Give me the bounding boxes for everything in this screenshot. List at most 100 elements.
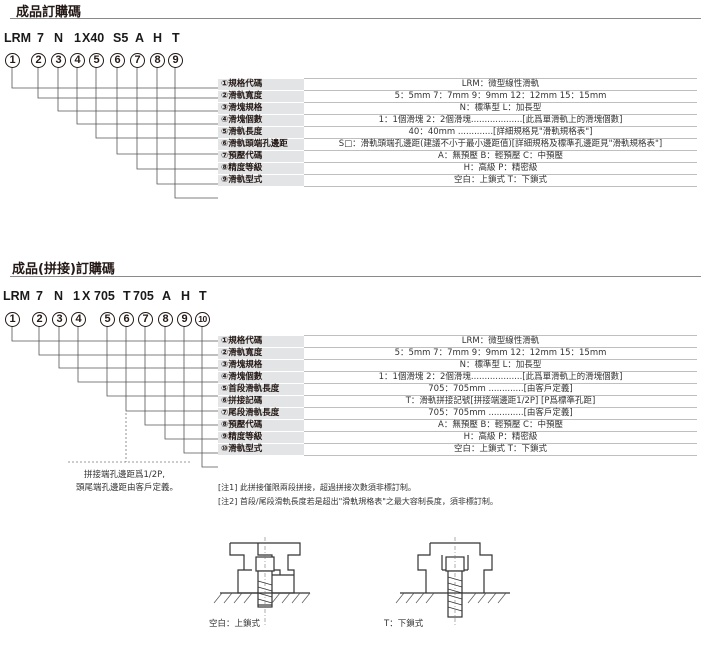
circle-number: 8 — [158, 312, 173, 327]
circle-number: 4 — [70, 53, 85, 68]
note-1: [注1] 此拼接僅限兩段拼接，超過拼接次數須非標訂制。 — [218, 483, 416, 492]
circle-number: 3 — [52, 312, 67, 327]
code-part: A — [135, 31, 145, 45]
spec-label: ②滑軌寬度 — [218, 347, 304, 360]
spec-value: 5：5mm 7：7mm 9：9mm 12：12mm 15：15mm — [304, 347, 697, 360]
circle-number: 9 — [168, 53, 183, 68]
code-part: T — [199, 289, 207, 303]
circle-number: 9 — [177, 312, 192, 327]
code-part: T — [123, 289, 131, 303]
spec-label: ②滑軌寬度 — [218, 90, 304, 103]
code-part: A — [162, 289, 172, 303]
spec-label: ⑨精度等級 — [218, 431, 304, 444]
spec-value: H：高級 P：精密級 — [304, 162, 697, 175]
spec-row: ⑩滑軌型式空白：上鎖式 T：下鎖式 — [218, 443, 697, 456]
code-part: 1 — [73, 289, 80, 303]
spec-label: ⑥滑軌頭端孔邊距 — [218, 138, 304, 151]
code-part: X40 — [82, 31, 105, 45]
callout-line: 頭尾端孔邊距由客戶定義。 — [76, 483, 179, 493]
spec-value: 40：40mm .............[詳細規格見"滑軌規格表"] — [304, 126, 697, 139]
spec-label: ①規格代碼 — [218, 335, 304, 348]
spec-value: LRM：微型線性滑軌 — [304, 335, 697, 348]
spec-label: ⑧精度等級 — [218, 162, 304, 175]
spec-value: T：滑軌拼接記號[拼接端邊距1/2P] [P爲標準孔距] — [304, 395, 697, 408]
code-part: 705 — [94, 289, 115, 303]
code-part: S5 — [113, 31, 129, 45]
code-part: N — [54, 289, 64, 303]
spec-label: ③滑塊規格 — [218, 102, 304, 115]
code-part: LRM — [4, 31, 32, 45]
code-part: 7 — [37, 31, 44, 45]
spec-value: 1：1個滑塊 2：2個滑塊...................[此爲單滑軌上的… — [304, 371, 697, 384]
circle-number: 5 — [89, 53, 104, 68]
section2-rule — [10, 276, 701, 277]
code-part: LRM — [3, 289, 31, 303]
bottom-lock-caption: T：下鎖式 — [384, 619, 424, 629]
spec-value: 705：705mm .............[由客戶定義] — [304, 407, 697, 420]
circle-number: 8 — [150, 53, 165, 68]
circle-number: 1 — [5, 53, 20, 68]
spec-value: A：無預壓 B：輕預壓 C：中預壓 — [304, 150, 697, 163]
spec-label: ⑦預壓代碼 — [218, 150, 304, 163]
spec-value: 5：5mm 7：7mm 9：9mm 12：12mm 15：15mm — [304, 90, 697, 103]
spec-value: A：無預壓 B：輕預壓 C：中預壓 — [304, 419, 697, 432]
code-part: H — [181, 289, 191, 303]
top-lock-diagram — [213, 537, 311, 627]
circle-number: 7 — [130, 53, 145, 68]
spec-value: N：標準型 L：加長型 — [304, 359, 697, 372]
circle-number: 2 — [31, 53, 46, 68]
spec-row: ⑨滑軌型式空白：上鎖式 T：下鎖式 — [218, 174, 697, 187]
splice-callout: 拼接端孔邊距爲1/2P, 頭尾端孔邊距由客戶定義。 — [76, 469, 178, 495]
spec-value: 空白：上鎖式 T：下鎖式 — [304, 174, 697, 187]
circle-number: 4 — [71, 312, 86, 327]
code-part: T — [172, 31, 180, 45]
code-part: H — [153, 31, 163, 45]
callout-line: 拼接端孔邊距爲1/2P, — [84, 470, 166, 480]
circle-number: 1 — [5, 312, 20, 327]
section1-rule — [10, 18, 701, 19]
code-part: X — [82, 289, 91, 303]
top-lock-caption: 空白：上鎖式 — [209, 619, 261, 629]
spec-label: ⑤滑軌長度 — [218, 126, 304, 139]
code-part: 1 — [74, 31, 81, 45]
circle-number: 6 — [110, 53, 125, 68]
circle-number: 3 — [51, 53, 66, 68]
section2-leader-lines — [11, 326, 218, 468]
circle-number: 2 — [32, 312, 47, 327]
spec-label: ⑤首段滑軌長度 — [218, 383, 304, 396]
code-part: 7 — [36, 289, 43, 303]
section2-title: 成品(拼接)訂購碼 — [12, 262, 115, 277]
spec-label: ⑥拼接記碼 — [218, 395, 304, 408]
spec-value: S□：滑軌頭端孔邊距(建議不小于最小邊距值)[詳細規格及標準孔邊距見"滑軌規格表… — [304, 138, 697, 151]
spec-label: ④滑塊個數 — [218, 371, 304, 384]
spec-label: ⑦尾段滑軌長度 — [218, 407, 304, 420]
circle-number: 10 — [195, 312, 210, 327]
spec-value: 1：1個滑塊 2：2個滑塊...................[此爲單滑軌上的… — [304, 114, 697, 127]
spec-value: H：高級 P：精密級 — [304, 431, 697, 444]
code-part: N — [54, 31, 64, 45]
notes: [注1] 此拼接僅限兩段拼接，超過拼接次數須非標訂制。 [注2] 首段/尾段滑軌… — [218, 481, 498, 509]
spec-label: ⑩滑軌型式 — [218, 443, 304, 456]
spec-label: ⑨滑軌型式 — [218, 174, 304, 187]
spec-value: 空白：上鎖式 T：下鎖式 — [304, 443, 697, 456]
spec-label: ⑧預壓代碼 — [218, 419, 304, 432]
spec-label: ④滑塊個數 — [218, 114, 304, 127]
bottom-lock-diagram — [395, 537, 510, 627]
code-part: 705 — [133, 289, 154, 303]
